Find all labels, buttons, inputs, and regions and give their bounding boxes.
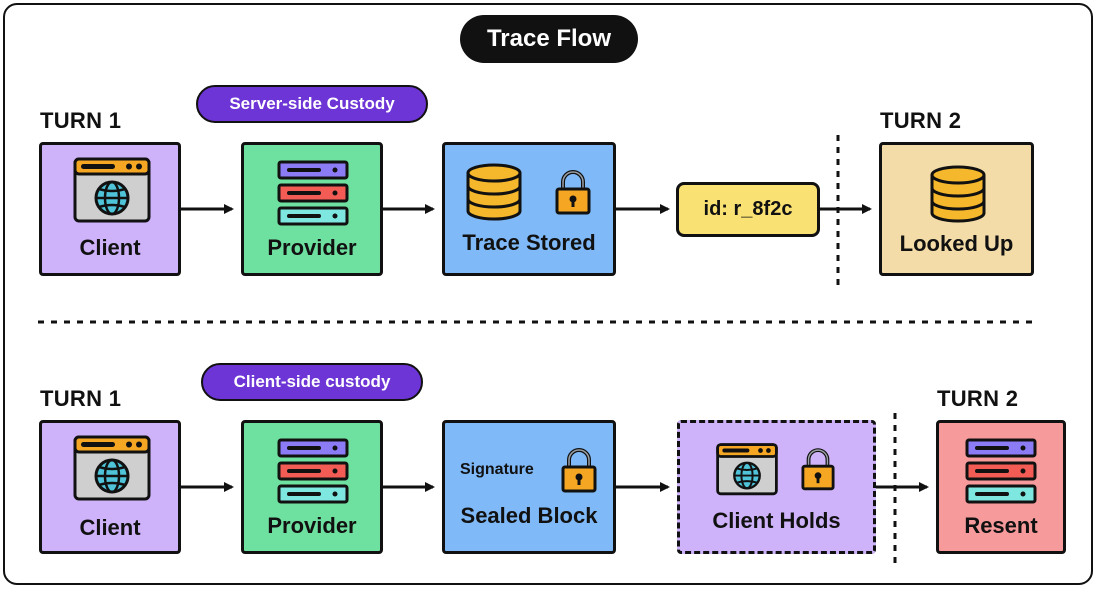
top-client-box: Client <box>39 142 181 276</box>
top-turn1-label: TURN 1 <box>40 108 122 133</box>
client-holds-box: Client Holds <box>677 420 876 554</box>
client-holds-label: Client Holds <box>712 508 841 533</box>
server-custody-pill: Server-side Custody <box>196 85 428 123</box>
lock-icon <box>801 448 835 491</box>
bottom-client-box: Client <box>39 420 181 554</box>
top-client-label: Client <box>79 235 141 260</box>
signature-label: Signature <box>460 461 534 478</box>
top-store-label: Trace Stored <box>462 230 596 255</box>
diagram-frame <box>3 3 1093 585</box>
lock-icon <box>561 448 597 493</box>
client-custody-pill: Client-side custody <box>201 363 423 401</box>
sealed-block-box: Signature Sealed Block <box>442 420 616 554</box>
browser-globe-icon <box>73 157 151 223</box>
browser-globe-icon <box>73 435 151 501</box>
sealed-block-label: Sealed Block <box>460 503 598 528</box>
lock-icon <box>555 170 591 215</box>
bottom-provider-box: Provider <box>241 420 383 554</box>
server-stack-icon <box>277 438 349 504</box>
top-provider-label: Provider <box>267 235 357 260</box>
resent-box: Resent <box>936 420 1066 554</box>
bottom-turn1-label: TURN 1 <box>40 386 122 411</box>
browser-globe-icon <box>716 443 778 496</box>
server-stack-icon <box>277 160 349 226</box>
server-stack-icon <box>965 438 1037 504</box>
top-turn2-label: TURN 2 <box>880 108 962 133</box>
database-icon <box>930 165 986 223</box>
top-lookup-label: Looked Up <box>899 231 1014 256</box>
bottom-turn2-label: TURN 2 <box>937 386 1019 411</box>
top-provider-box: Provider <box>241 142 383 276</box>
resent-label: Resent <box>964 513 1038 538</box>
diagram-title: Trace Flow <box>460 15 638 63</box>
top-lookup-box: Looked Up <box>879 142 1034 276</box>
database-icon <box>466 163 522 221</box>
bottom-client-label: Client <box>79 515 141 540</box>
top-store-box: Trace Stored <box>442 142 616 276</box>
trace-id-tag: id: r_8f2c <box>676 182 820 237</box>
bottom-provider-label: Provider <box>267 513 357 538</box>
